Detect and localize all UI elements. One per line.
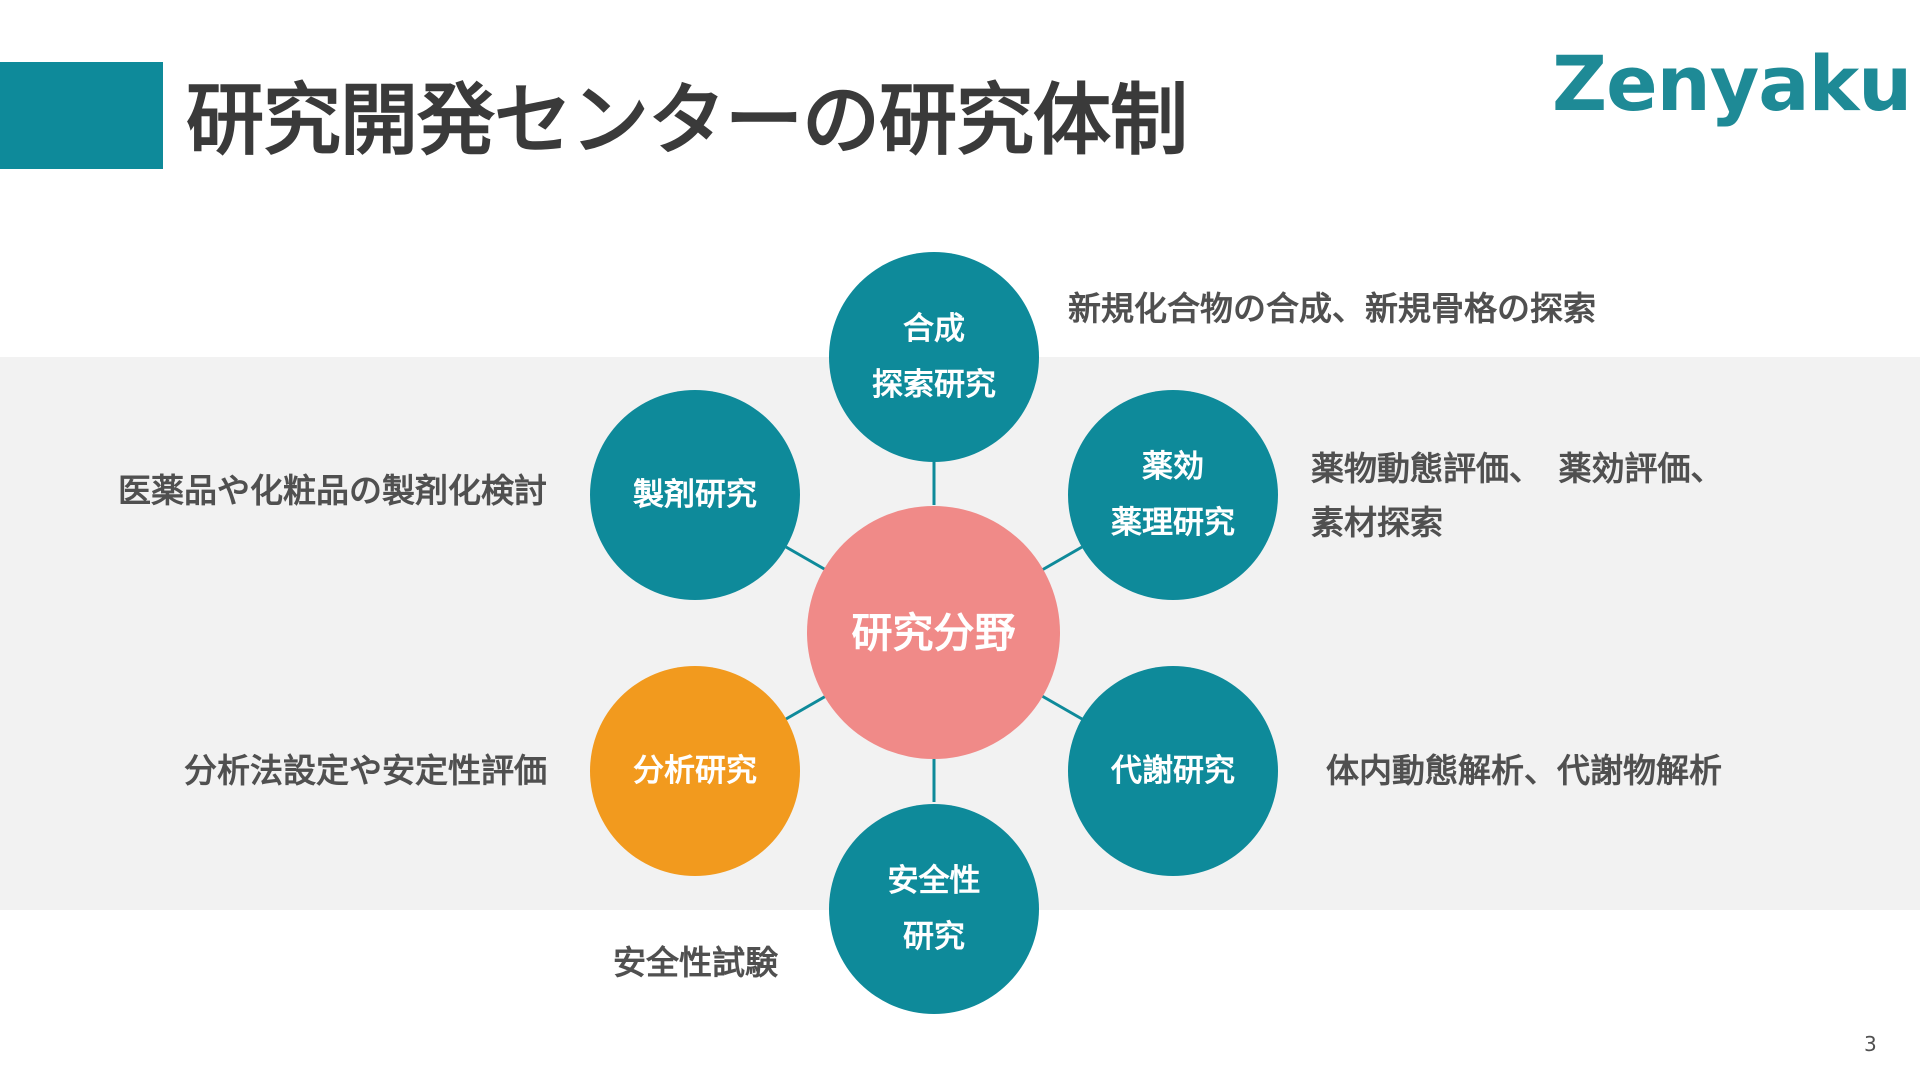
description-line: 体内動態解析、代謝物解析: [1326, 751, 1722, 790]
node-label-line2: 研究: [903, 919, 965, 955]
node-label-line2: 薬理研究: [1111, 505, 1235, 541]
node-label-line1: 安全性: [887, 863, 981, 899]
connector-metabolism: [1041, 694, 1083, 721]
accent-bar: [0, 62, 163, 169]
description-synthesis: 新規化合物の合成、新規骨格の探索: [1068, 282, 1596, 336]
node-label-line1: 薬効: [1142, 449, 1204, 485]
description-line: 素材探索: [1311, 503, 1443, 542]
node-label-line1: 分析研究: [633, 753, 757, 789]
description-analysis: 分析法設定や安定性評価: [184, 744, 547, 798]
description-line: 安全性試験: [613, 943, 778, 982]
node-pharmacology-research: 薬効 薬理研究: [1068, 390, 1278, 600]
node-analysis-research: 分析研究: [590, 666, 800, 876]
description-metabolism: 体内動態解析、代謝物解析: [1326, 744, 1722, 798]
description-safety: 安全性試験: [613, 936, 778, 990]
description-line: 薬物動態評価、 薬効評価、: [1311, 449, 1724, 488]
page-title: 研究開発センターの研究体制: [186, 76, 1188, 166]
description-formulation: 医薬品や化粧品の製剤化検討: [118, 464, 547, 518]
description-pharmacology: 薬物動態評価、 薬効評価、 素材探索: [1311, 442, 1724, 550]
node-label-line1: 合成: [903, 311, 965, 347]
node-formulation-research: 製剤研究: [590, 390, 800, 600]
node-label-line1: 製剤研究: [633, 477, 757, 513]
connector-pharmacology: [1041, 545, 1083, 572]
description-line: 医薬品や化粧品の製剤化検討: [118, 471, 547, 510]
description-line: 新規化合物の合成、新規骨格の探索: [1068, 289, 1596, 328]
node-label-line2: 探索研究: [872, 367, 996, 403]
connector-analysis: [785, 694, 827, 721]
node-label-line1: 代謝研究: [1111, 753, 1235, 789]
node-safety-research: 安全性 研究: [829, 804, 1039, 1014]
node-metabolism-research: 代謝研究: [1068, 666, 1278, 876]
center-node-research-field: 研究分野: [807, 506, 1060, 759]
zenyaku-logo: Zenyaku: [1552, 39, 1912, 128]
connector-formulation: [785, 545, 827, 572]
node-synthesis-research: 合成 探索研究: [829, 252, 1039, 462]
center-node-label: 研究分野: [851, 608, 1016, 657]
description-line: 分析法設定や安定性評価: [184, 751, 547, 790]
page-number: 3: [1864, 1032, 1877, 1056]
